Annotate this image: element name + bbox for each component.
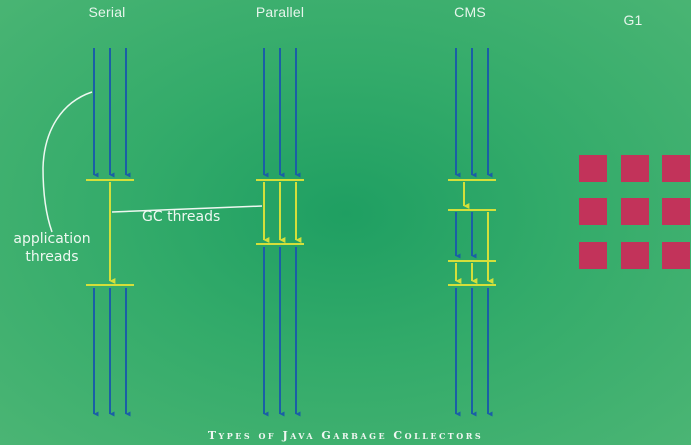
application-threads-label: application threads xyxy=(0,230,104,266)
footer-caption: Types of Java Garbage Collectors xyxy=(207,429,484,442)
gc-threads-label: GC threads xyxy=(142,209,221,225)
application-threads-label-line: application xyxy=(13,231,91,247)
parallel-diagram xyxy=(256,48,304,417)
g1-region xyxy=(621,155,649,182)
g1-region xyxy=(662,198,690,225)
g1-region xyxy=(579,198,607,225)
cms-diagram xyxy=(448,48,496,417)
collector-title-parallel: Parallel xyxy=(255,4,305,20)
collector-title-serial: Serial xyxy=(88,4,126,20)
serial-diagram xyxy=(86,48,134,417)
application-threads-callout xyxy=(42,91,93,233)
g1-region xyxy=(579,155,607,182)
g1-diagram xyxy=(579,155,690,269)
application-threads-label-line: threads xyxy=(25,249,79,265)
g1-region xyxy=(621,242,649,269)
g1-region xyxy=(579,242,607,269)
g1-region xyxy=(662,155,690,182)
gc-threads-callout xyxy=(111,205,263,213)
g1-region xyxy=(621,198,649,225)
collector-title-cms: CMS xyxy=(454,4,486,20)
collector-title-g1: G1 xyxy=(623,12,643,28)
g1-region xyxy=(662,242,690,269)
